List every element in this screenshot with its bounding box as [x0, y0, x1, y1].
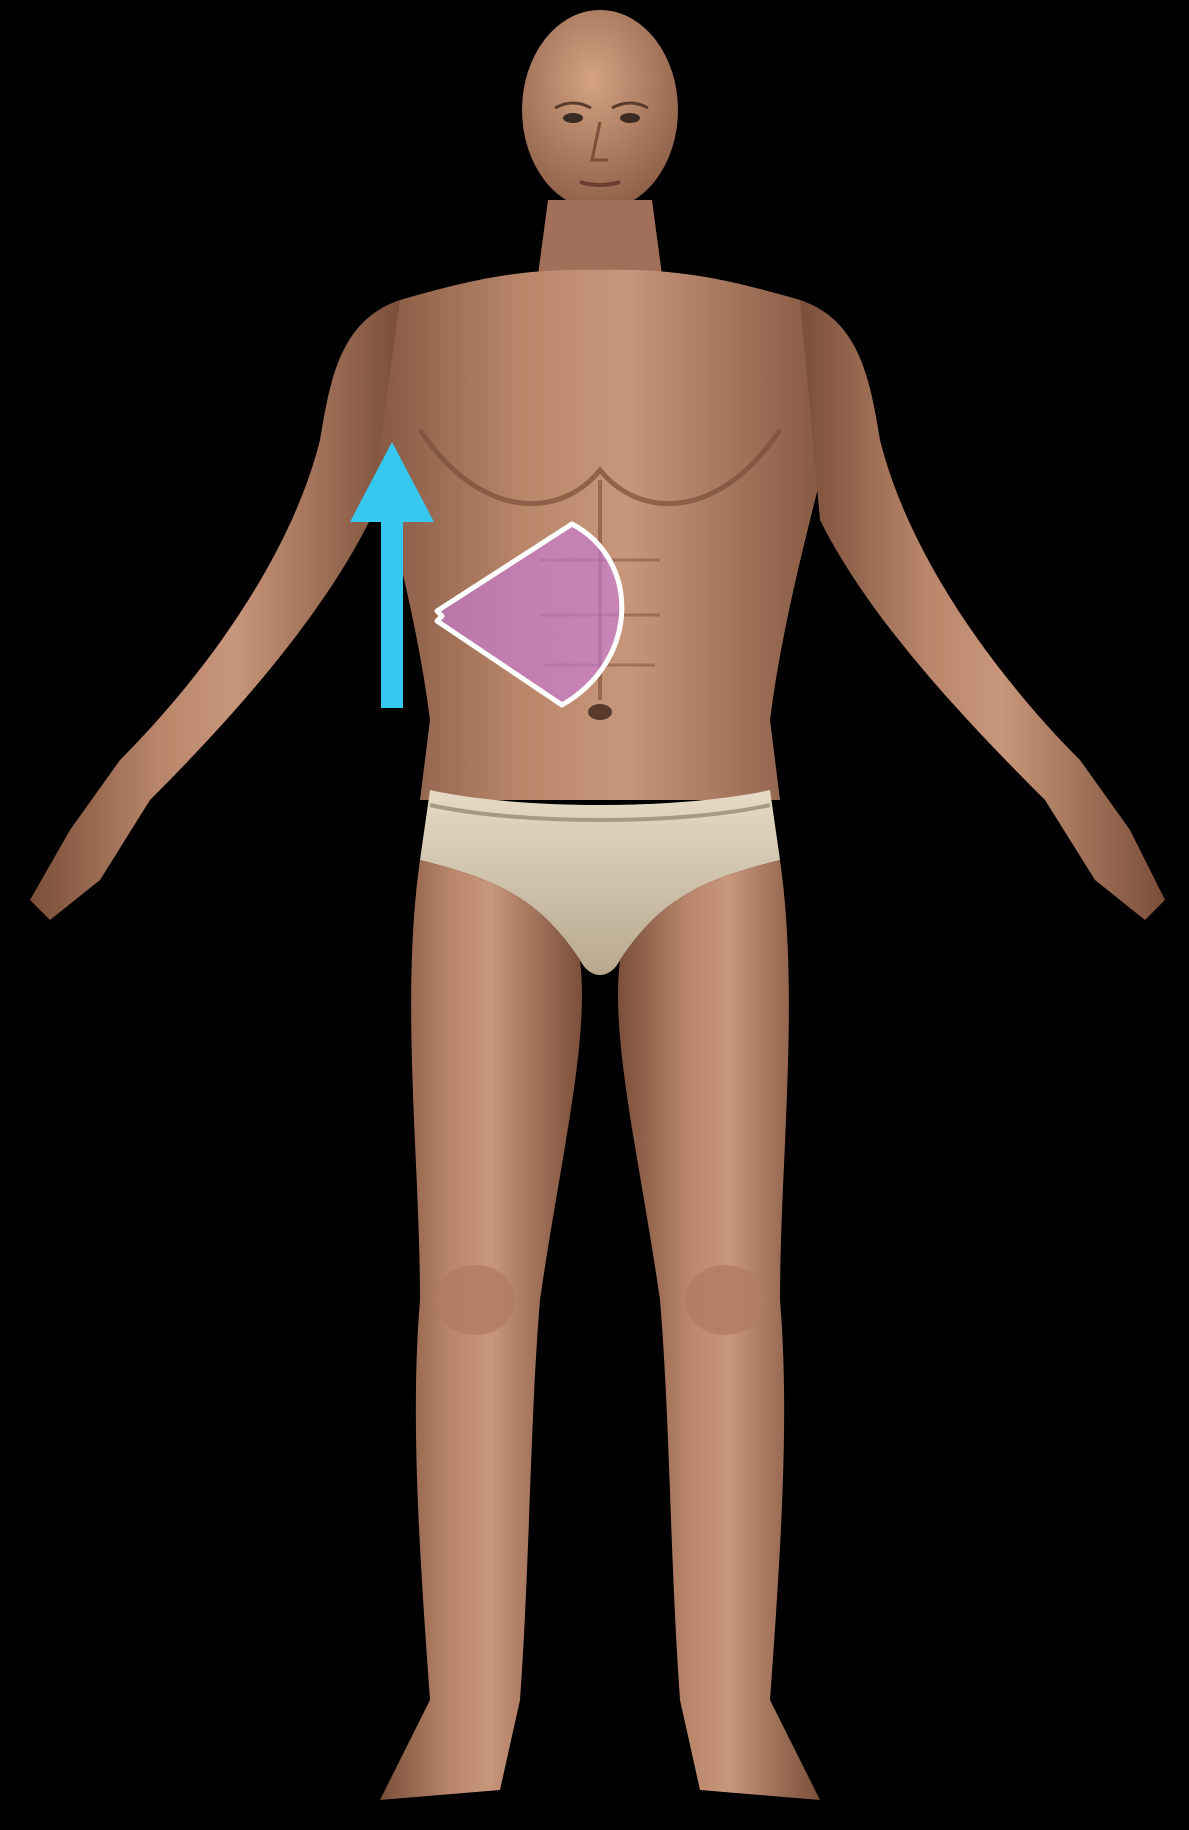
legs — [380, 860, 820, 1800]
torso — [340, 270, 860, 800]
head — [522, 10, 678, 290]
